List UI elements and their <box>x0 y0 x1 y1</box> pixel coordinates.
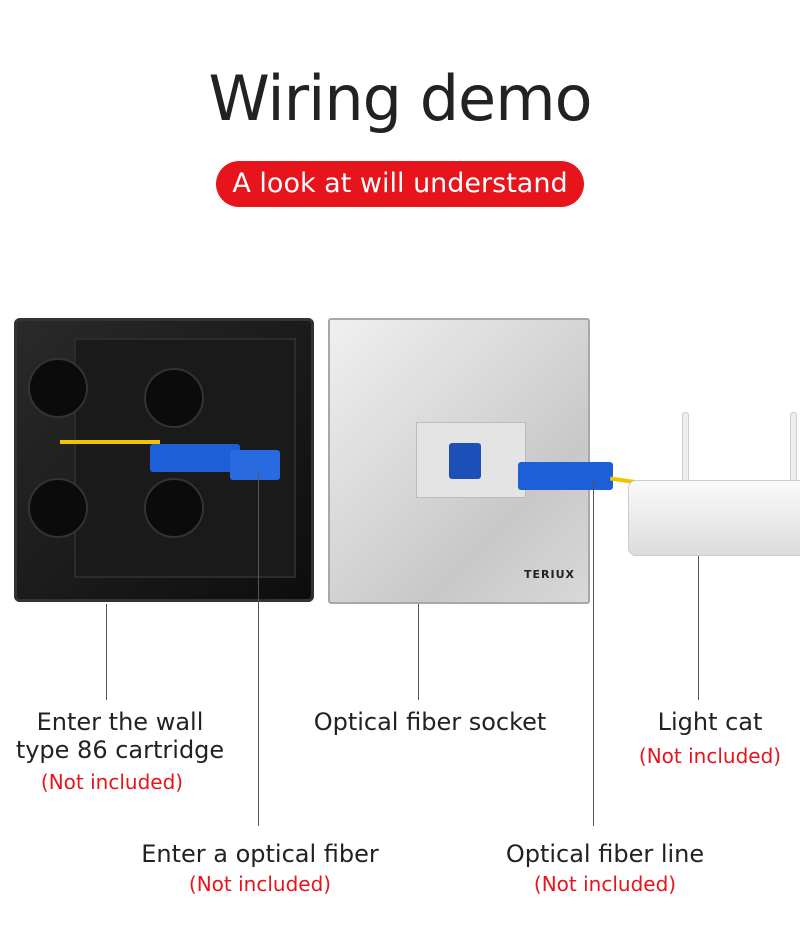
note-fiber-line: (Not included) <box>533 872 677 896</box>
label-wall-box: Enter the wall type 86 cartridge <box>0 708 240 764</box>
label-light-cat: Light cat <box>657 708 763 736</box>
label-wall-box-line2: type 86 cartridge <box>15 736 225 764</box>
page-title: Wiring demo <box>208 62 592 135</box>
sc-port <box>449 443 481 479</box>
subtitle-badge: A look at will understand <box>216 161 584 207</box>
note-fiber-in: (Not included) <box>188 872 332 896</box>
label-socket: Optical fiber socket <box>313 708 547 736</box>
label-wall-box-line1: Enter the wall <box>36 708 204 736</box>
label-fiber-line: Optical fiber line <box>505 840 705 868</box>
fiber-socket-plate <box>328 318 590 604</box>
router-image <box>628 480 800 556</box>
brand-logo: TERIUX <box>524 568 575 581</box>
fiber-in-cable <box>60 440 160 444</box>
patch-connector <box>518 462 613 490</box>
note-wall-box: (Not included) <box>40 770 184 794</box>
fiber-connector <box>150 444 240 472</box>
fiber-connector-head <box>230 450 280 480</box>
label-fiber-in: Enter a optical fiber <box>141 840 379 868</box>
note-light-cat: (Not included) <box>638 744 782 768</box>
